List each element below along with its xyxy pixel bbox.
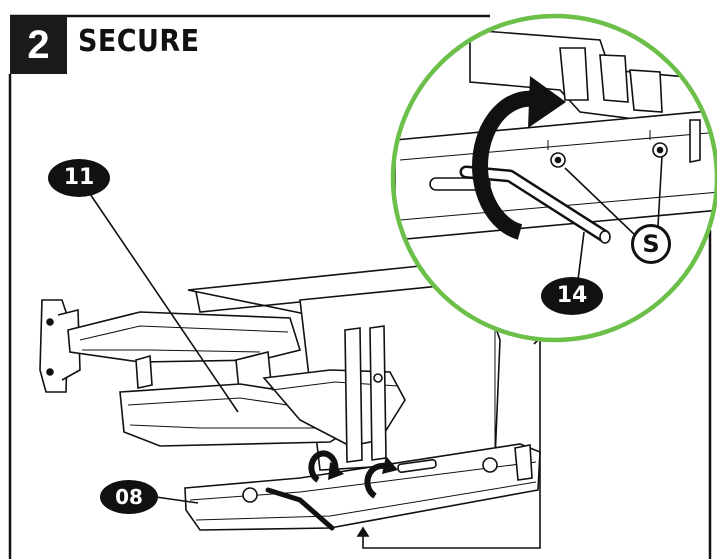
callout-part-14: 14 — [541, 277, 603, 315]
step-number: 2 — [10, 16, 67, 74]
step-title: SECURE — [78, 24, 200, 59]
wall-mount-arm — [39, 265, 561, 531]
zoom-ring — [390, 13, 717, 343]
callout-part-11: 11 — [48, 159, 110, 197]
hex-key-icon — [265, 487, 335, 531]
rotate-arrow-icon-zoom — [472, 76, 566, 240]
callout-part-08: 08 — [100, 480, 158, 514]
rotate-arrowhead-icon — [328, 456, 398, 480]
callout-spacer-s: S — [631, 224, 671, 264]
panel-frame — [8, 14, 712, 559]
zoom-leader-lines — [564, 155, 663, 281]
